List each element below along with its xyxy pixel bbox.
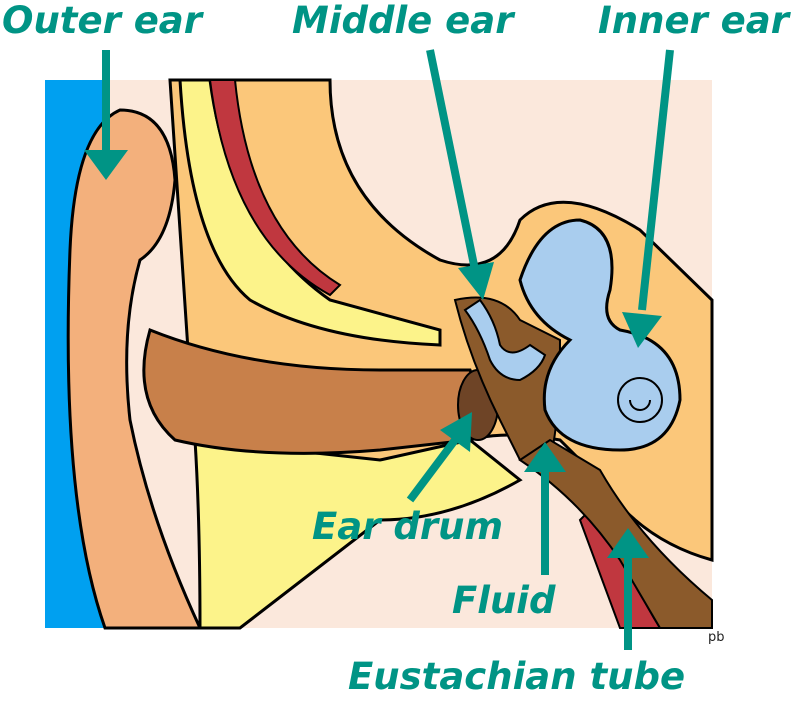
cartilage-lower: [193, 438, 523, 630]
label-outer-ear: Outer ear: [2, 0, 203, 42]
label-fluid: Fluid: [452, 579, 556, 622]
muscle-strip: [208, 79, 342, 297]
arrow-inner-ear: [638, 49, 674, 311]
ossicles: [463, 298, 547, 382]
arrow-ear-drum: [406, 437, 459, 503]
eustachian-tube-shape: [518, 438, 713, 629]
arrow-middle-ear: [426, 49, 479, 271]
artist-signature: pb: [708, 630, 725, 645]
cochlea-spiral: [617, 377, 664, 423]
label-eustachian-tube: Eustachian tube: [348, 655, 686, 698]
label-ear-drum: Ear drum: [312, 505, 503, 548]
label-arrows: [84, 49, 674, 650]
cochlea-and-canals: [518, 218, 682, 452]
pinna: [66, 108, 203, 630]
label-middle-ear: Middle ear: [292, 0, 514, 42]
label-inner-ear: Inner ear: [598, 0, 789, 42]
ear-canal: [142, 327, 492, 455]
